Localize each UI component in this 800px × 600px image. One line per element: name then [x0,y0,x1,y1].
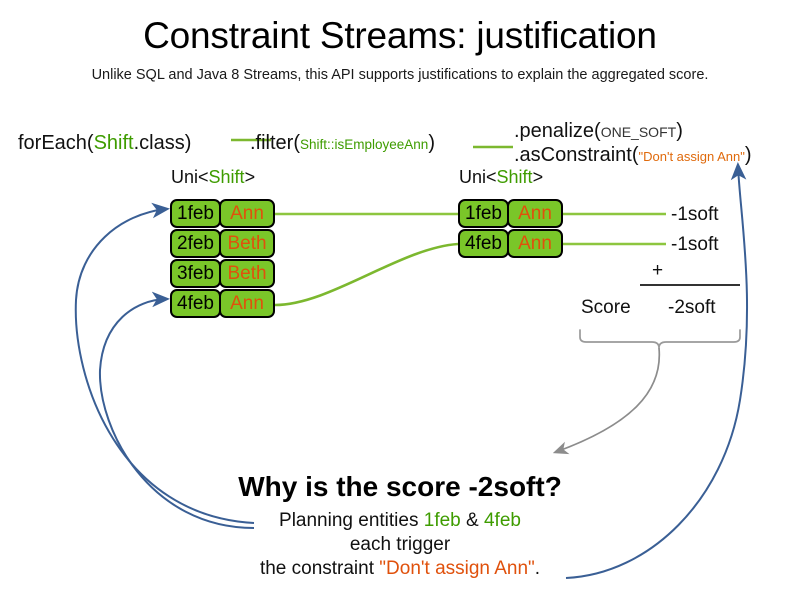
impact-value-1: -1soft [671,204,719,225]
stream-label-left: Uni<Shift> [171,166,255,188]
explanation-line-3: the constraint "Don't assign Ann". [0,557,800,581]
code-foreach-suffix: .class) [133,132,192,154]
sum-rule-line [640,284,740,286]
tuple-date: 1feb [458,199,509,228]
explanation-entity-a: 1feb [423,510,461,531]
tuple-row[interactable]: 4feb Ann [170,289,275,318]
page-title: Constraint Streams: justification [143,15,657,56]
explanation-constraint-literal: "Don't assign Ann" [379,558,535,579]
score-explanation-arrow [552,347,661,455]
code-filter-suffix: ) [428,132,435,154]
tuple-date: 3feb [170,259,221,288]
tuple-row[interactable]: 1feb Ann [458,199,563,228]
explanation-ampersand: & [460,510,484,531]
code-penalize-arg: ONE_SOFT [600,124,677,140]
tuple-date: 4feb [458,229,509,258]
tuple-employee: Beth [219,259,275,288]
code-asconstraint-suffix: ) [744,144,752,166]
code-asconstraint-arg: "Don't assign Ann" [638,149,745,164]
tuple-row[interactable]: 2feb Beth [170,229,275,258]
explanation-question: Why is the score -2soft? [238,471,562,502]
tuple-row[interactable]: 3feb Beth [170,259,275,288]
code-penalize: .penalize(ONE_SOFT) [514,119,683,144]
stream-label-right: Uni<Shift> [459,166,543,188]
score-bracket [579,329,741,349]
tuple-employee: Beth [219,229,275,258]
page-subtitle: Unlike SQL and Java 8 Streams, this API … [91,67,709,83]
explanation-body: Planning entities 1feb & 4feb each trigg… [0,509,800,581]
tuple-connector-4feb [274,242,459,307]
explanation-line3-suffix: . [534,558,541,579]
stream-label-right-type: Shift [496,167,533,187]
score-label: Score [581,297,631,318]
explanation-line1-prefix: Planning entities [279,510,424,531]
code-filter-arg: Shift::isEmployeeAnn [300,137,429,152]
impact-value-2: -1soft [671,234,719,255]
code-foreach-type: Shift [93,132,134,154]
code-asconstraint-prefix: .asConstraint( [514,144,639,166]
code-filter: .filter(Shift::isEmployeeAnn) [250,131,435,157]
tuple-row[interactable]: 1feb Ann [170,199,275,228]
code-asconstraint: .asConstraint("Don't assign Ann") [514,143,752,169]
tuple-employee: Ann [507,199,563,228]
tuple-date: 1feb [170,199,221,228]
stream-label-right-prefix: Uni< [459,167,497,187]
stream-label-left-type: Shift [208,167,245,187]
explanation-entity-b: 4feb [483,510,521,531]
tuple-date: 4feb [170,289,221,318]
code-foreach-prefix: forEach( [18,132,94,154]
tuple-employee: Ann [219,289,275,318]
code-filter-prefix: .filter( [250,132,300,154]
tuple-employee: Ann [219,199,275,228]
explanation-line3-prefix: the constraint [259,558,380,579]
stream-label-left-suffix: > [244,167,256,187]
tuple-date: 2feb [170,229,221,258]
explanation-line-1: Planning entities 1feb & 4feb [0,509,800,533]
explanation-line-2: each trigger [349,534,451,555]
code-penalize-prefix: .penalize( [514,120,601,142]
sum-operator: + [652,260,664,281]
tuple-row[interactable]: 4feb Ann [458,229,563,258]
tuple-employee: Ann [507,229,563,258]
score-total: -2soft [668,297,716,318]
code-foreach: forEach(Shift.class) [18,131,191,155]
stream-label-right-suffix: > [532,167,544,187]
code-penalize-suffix: ) [676,120,683,142]
stream-label-left-prefix: Uni< [171,167,209,187]
